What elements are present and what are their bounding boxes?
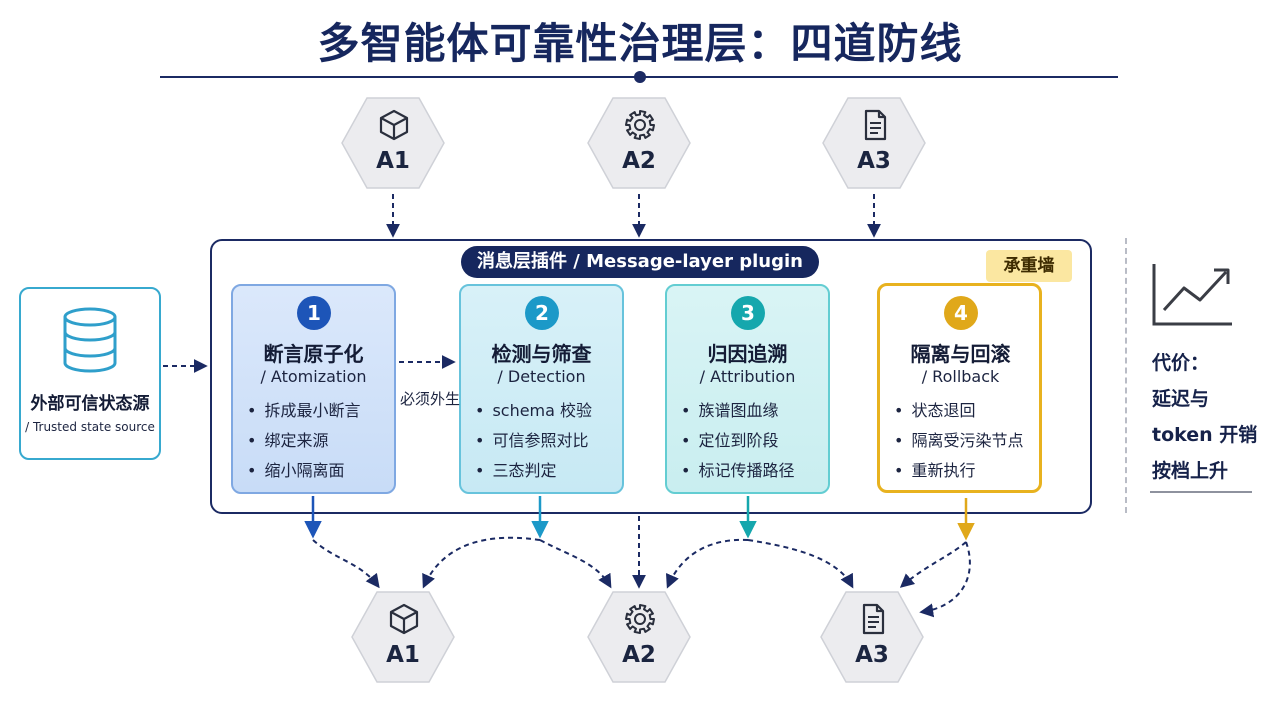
agent-label: A3: [857, 148, 891, 174]
arrow-to-bottom-a3: [747, 539, 854, 589]
agent-top-a1: A1: [340, 96, 446, 190]
defense-subtitle: / Rollback: [921, 367, 1000, 386]
defense-name: 断言原子化: [263, 342, 364, 366]
defense-item: schema 校验: [475, 396, 592, 426]
source-title: 外部可信状态源: [30, 394, 150, 414]
defense-card-atomization: 1 断言原子化 / Atomization 拆成最小断言 绑定来源 缩小隔离面: [231, 284, 396, 494]
exogenous-label: 必须外生: [400, 390, 461, 408]
agent-top-a2: A2: [586, 96, 692, 190]
defense-item: 标记传播路径: [681, 456, 794, 486]
arrow-rollback-loop-a3: [919, 541, 971, 618]
defense-item: 绑定来源: [247, 426, 360, 456]
agent-label: A1: [376, 148, 410, 174]
load-bearing-wall-tag: 承重墙: [986, 250, 1072, 282]
defense-item: 可信参照对比: [475, 426, 592, 456]
gear-icon: [625, 110, 655, 140]
agent-top-a3: A3: [821, 96, 927, 190]
step-number-badge: 1: [297, 296, 331, 330]
defense-item: 定位到阶段: [681, 426, 794, 456]
title-divider-dot: [634, 71, 646, 83]
document-icon: [864, 109, 887, 141]
arrow-to-bottom-a1: [312, 539, 380, 589]
arrow-to-bottom-a2: [539, 539, 612, 589]
trend-chart-icon: [1152, 264, 1232, 326]
cost-line: token 开销: [1152, 424, 1258, 446]
agent-label: A3: [855, 642, 889, 668]
agent-bottom-a1: A1: [350, 590, 456, 684]
defense-subtitle: / Attribution: [699, 367, 796, 386]
step-number-badge: 3: [731, 296, 765, 330]
defense-item: 重新执行: [894, 456, 1023, 486]
plugin-label: 消息层插件 / Message-layer plugin: [461, 246, 819, 278]
cost-underline: [1150, 491, 1252, 493]
cube-icon: [379, 109, 409, 141]
arrow-a3-to-a2: [665, 538, 749, 589]
defense-item: 三态判定: [475, 456, 592, 486]
agent-bottom-a2: A2: [586, 590, 692, 684]
arrow-a2-to-a1: [422, 536, 541, 589]
defense-subtitle: / Detection: [497, 367, 586, 386]
arrow-rollback-to-a3: [899, 541, 967, 588]
defense-item: 拆成最小断言: [247, 396, 360, 426]
defense-name: 归因追溯: [707, 342, 788, 366]
cost-line: 按档上升: [1152, 460, 1229, 482]
defense-item: 隔离受污染节点: [894, 426, 1023, 456]
cost-note: 代价： 延迟与 token 开销 按档上升: [1152, 345, 1262, 489]
agent-bottom-a3: A3: [819, 590, 925, 684]
defense-name: 隔离与回滚: [910, 342, 1011, 366]
cost-divider: [1125, 238, 1127, 513]
database-icon: [63, 307, 117, 373]
page-title: 多智能体可靠性治理层：四道防线: [317, 19, 963, 68]
defense-name: 检测与筛查: [491, 342, 592, 366]
step-number-badge: 2: [525, 296, 559, 330]
defense-card-attribution: 3 归因追溯 / Attribution 族谱图血缘 定位到阶段 标记传播路径: [665, 284, 830, 494]
document-icon: [862, 603, 885, 635]
defense-subtitle: / Atomization: [260, 367, 367, 386]
defense-card-rollback: 4 隔离与回滚 / Rollback 状态退回 隔离受污染节点 重新执行: [877, 283, 1042, 493]
defense-item: 状态退回: [894, 396, 1023, 426]
agent-label: A2: [622, 148, 656, 174]
defense-item: 族谱图血缘: [681, 396, 794, 426]
cost-line: 延迟与: [1152, 388, 1210, 410]
defense-card-detection: 2 检测与筛查 / Detection schema 校验 可信参照对比 三态判…: [459, 284, 624, 494]
source-subtitle: / Trusted state source: [25, 420, 155, 434]
step-number-badge: 4: [944, 296, 978, 330]
agent-label: A2: [622, 642, 656, 668]
trusted-state-source: 外部可信状态源 / Trusted state source: [19, 287, 161, 460]
cube-icon: [389, 603, 419, 635]
gear-icon: [625, 604, 655, 634]
cost-line: 代价：: [1152, 352, 1210, 374]
agent-label: A1: [386, 642, 420, 668]
defense-item: 缩小隔离面: [247, 456, 360, 486]
